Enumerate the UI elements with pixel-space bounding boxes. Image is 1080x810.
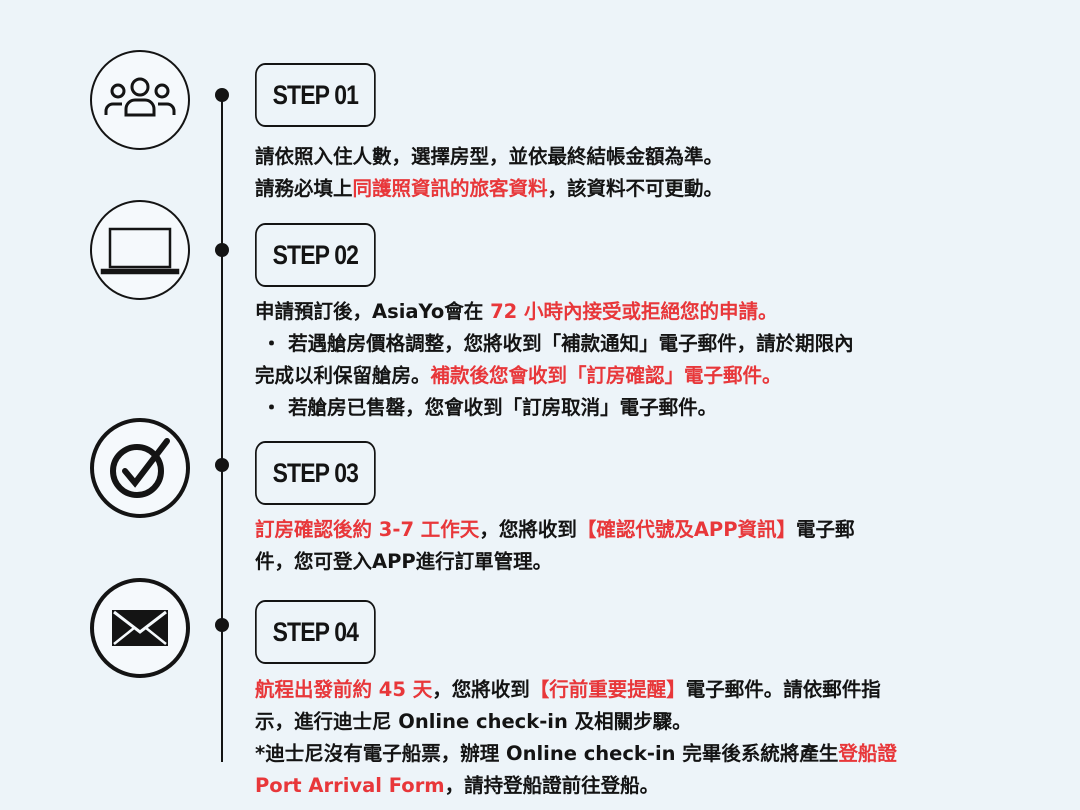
description-line: 請務必填上同護照資訊的旅客資料，該資料不可更動。 [255,173,723,205]
text-segment: ・ 若艙房已售罄，您會收到「訂房取消」電子郵件。 [255,396,718,419]
highlight-text: 補款後您會收到「訂房確認」電子郵件。 [430,364,782,387]
text-segment: ，您將收到 [432,678,530,701]
text-segment: 示，進行迪士尼 Online check-in 及相關步驟。 [255,710,692,733]
text-segment: ・ 若遇艙房價格調整，您將收到「補款通知」電子郵件，請於期限內 [255,332,854,355]
step-03-label: STEP 03 [255,441,376,505]
highlight-text: 【行前重要提醒】 [529,678,686,701]
description-line: ・ 若遇艙房價格調整，您將收到「補款通知」電子郵件，請於期限內 [255,328,854,360]
check-circle-icon [90,418,190,518]
timeline-dot [215,618,229,632]
highlight-text: 登船證 [838,742,897,765]
highlight-text: 訂房確認後約 3-7 工作天 [255,518,480,541]
timeline-dot [215,88,229,102]
highlight-text: 同護照資訊的旅客資料 [352,177,548,200]
description-line: 訂房確認後約 3-7 工作天，您將收到【確認代號及APP資訊】電子郵 [255,514,855,546]
text-segment: 電子郵件。請依郵件指 [685,678,881,701]
step-04-description: 航程出發前約 45 天，您將收到【行前重要提醒】電子郵件。請依郵件指示，進行迪士… [255,674,897,802]
text-segment: ，請持登船證前往登船。 [444,774,660,797]
highlight-text: Port Arrival Form [255,774,445,797]
step-03-description: 訂房確認後約 3-7 工作天，您將收到【確認代號及APP資訊】電子郵件，您可登入… [255,514,855,578]
description-line: 示，進行迪士尼 Online check-in 及相關步驟。 [255,706,897,738]
timeline-dot [215,458,229,472]
text-segment: 請務必填上 [255,177,353,200]
envelope-icon [90,578,190,678]
timeline-line [221,92,223,762]
laptop-icon [90,200,190,300]
text-segment: 電子郵 [796,518,855,541]
text-segment: 請依照入住人數，選擇房型，並依最終結帳金額為準。 [255,145,724,168]
highlight-text: 72 小時內接受或拒絕您的申請。 [490,300,778,323]
text-segment: 申請預訂後，AsiaYo會在 [255,300,491,323]
text-segment: 完成以利保留艙房。 [255,364,431,387]
users-icon [90,50,190,150]
text-segment: *迪士尼沒有電子船票，辦理 Online check-in 完畢後系統將產生 [255,742,839,765]
text-segment: ，該資料不可更動。 [547,177,724,200]
description-line: 航程出發前約 45 天，您將收到【行前重要提醒】電子郵件。請依郵件指 [255,674,897,706]
step-02-description: 申請預訂後，AsiaYo會在 72 小時內接受或拒絕您的申請。 ・ 若遇艙房價格… [255,296,854,424]
text-segment: 件，您可登入APP進行訂單管理。 [255,550,553,573]
text-segment: ，您將收到 [479,518,577,541]
step-01-description: 請依照入住人數，選擇房型，並依最終結帳金額為準。請務必填上同護照資訊的旅客資料，… [255,141,723,205]
description-line: 件，您可登入APP進行訂單管理。 [255,546,855,578]
step-04-label: STEP 04 [255,600,376,664]
description-line: *迪士尼沒有電子船票，辦理 Online check-in 完畢後系統將產生登船… [255,738,897,770]
step-02-label: STEP 02 [255,223,376,287]
description-line: 申請預訂後，AsiaYo會在 72 小時內接受或拒絕您的申請。 [255,296,854,328]
highlight-text: 【確認代號及APP資訊】 [576,518,797,541]
highlight-text: 航程出發前約 45 天 [255,678,433,701]
step-01-label: STEP 01 [255,63,376,127]
description-line: 完成以利保留艙房。補款後您會收到「訂房確認」電子郵件。 [255,360,854,392]
description-line: 請依照入住人數，選擇房型，並依最終結帳金額為準。 [255,141,723,173]
description-line: Port Arrival Form，請持登船證前往登船。 [255,770,897,802]
description-line: ・ 若艙房已售罄，您會收到「訂房取消」電子郵件。 [255,392,854,424]
timeline-dot [215,243,229,257]
